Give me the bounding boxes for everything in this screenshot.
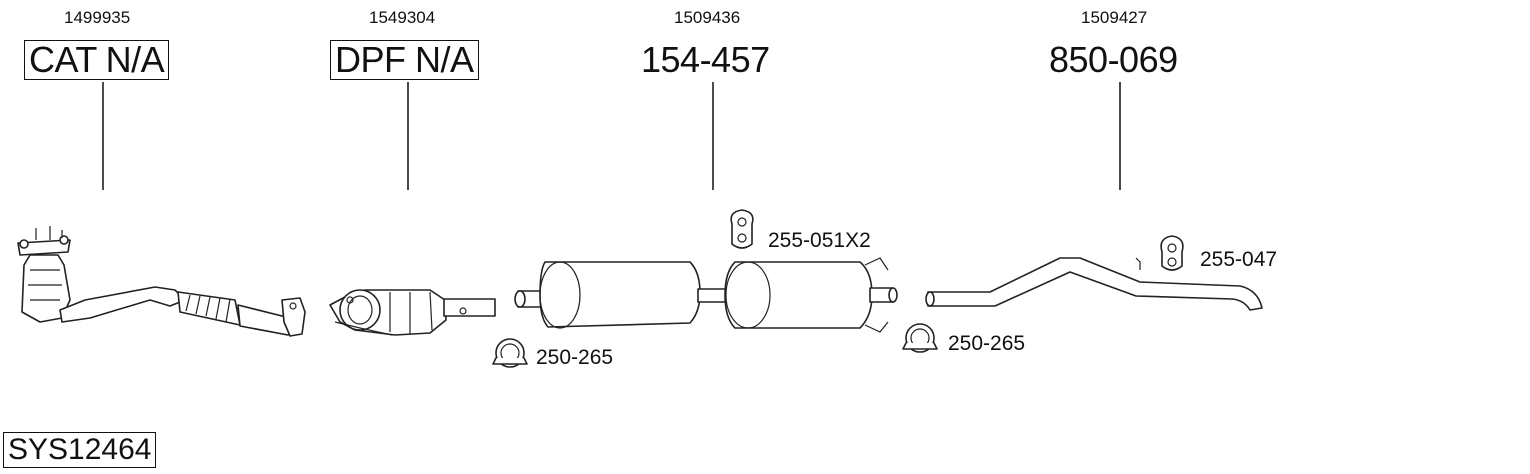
oem-number-cat: 1499935 bbox=[64, 8, 131, 27]
dpf-drawing bbox=[329, 289, 496, 336]
oem-number-tailpipe: 1509427 bbox=[1081, 8, 1148, 27]
accessory-ref-clamp-1: 250-265 bbox=[536, 346, 614, 369]
system-code: SYS12464 bbox=[3, 432, 157, 468]
silencer-assembly-drawing bbox=[514, 257, 898, 333]
accessory-ref-clamp-2: 250-265 bbox=[948, 332, 1026, 355]
part-ref-dpf: DPF N/A bbox=[330, 40, 479, 80]
accessory-ref-hanger-2: 255-047 bbox=[1200, 248, 1278, 271]
oem-number-dpf: 1549304 bbox=[369, 8, 436, 27]
part-ref-tailpipe: 850-069 bbox=[1049, 39, 1178, 80]
tailpipe-drawing bbox=[925, 257, 1263, 311]
part-ref-silencer: 154-457 bbox=[641, 39, 770, 80]
accessory-ref-hanger-1: 255-051X2 bbox=[768, 229, 871, 252]
clamp-icon bbox=[492, 338, 528, 368]
catalytic-converter-drawing bbox=[17, 226, 306, 337]
rubber-hanger-icon bbox=[1160, 235, 1184, 271]
rubber-hanger-icon bbox=[730, 209, 754, 249]
oem-number-silencer: 1509436 bbox=[674, 8, 741, 27]
clamp-icon bbox=[902, 323, 938, 353]
part-ref-cat: CAT N/A bbox=[24, 40, 170, 80]
